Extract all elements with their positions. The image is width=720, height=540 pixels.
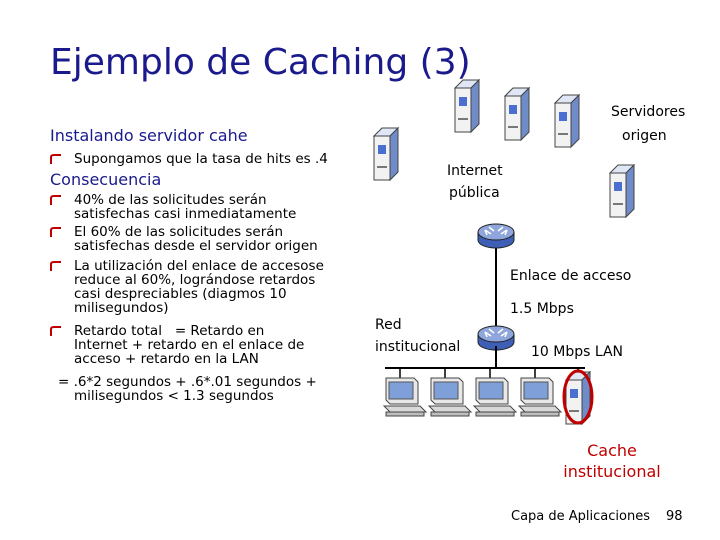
cache-highlight-ring — [562, 369, 594, 425]
access-link-label: Enlace de acceso — [510, 268, 632, 284]
cache-label-line-2: institucional — [563, 462, 661, 481]
bullet-mark-icon — [50, 154, 61, 164]
cache-label: Cache institucional — [548, 440, 676, 482]
host-pc-icon — [428, 377, 472, 417]
bullet-mark-icon — [50, 227, 61, 237]
page-number: 98 — [666, 509, 683, 524]
origin-server-icon — [554, 94, 580, 148]
origin-servers-label-line-1: Servidores — [611, 104, 686, 120]
access-link-speed: 1.5 Mbps — [510, 301, 574, 317]
bullet-1-line-1: 40% de las solicitudes serán — [74, 192, 267, 208]
bullet-2-line-1: El 60% de las solicitudes serán — [74, 224, 284, 240]
bullet-1-line-2: satisfechas casi inmediatamente — [74, 206, 297, 222]
internet-label-line-1: Internet — [447, 163, 503, 179]
consequence-heading: Consecuencia — [50, 170, 162, 189]
formula-line-1: = .6*2 segundos + .6*.01 segundos + — [58, 374, 317, 390]
institutional-net-label-line-1: Red — [375, 317, 402, 333]
host-pc-icon — [518, 377, 562, 417]
bullet-mark-icon — [50, 261, 61, 271]
formula-line-2: milisegundos < 1.3 segundos — [74, 388, 274, 404]
institutional-net-label-line-2: institucional — [375, 339, 461, 355]
bullet-4-line-3: acceso + retardo en la LAN — [74, 351, 259, 367]
lan-label: 10 Mbps LAN — [531, 344, 624, 360]
bullet-2-line-2: satisfechas desde el servidor origen — [74, 238, 318, 254]
bullet-3-line-2: reduce al 60%, lográndose retardos — [74, 272, 316, 288]
subtitle: Instalando servidor cahe — [50, 126, 248, 145]
bullet-mark-icon — [50, 326, 61, 336]
origin-server-icon — [373, 127, 399, 181]
origin-server-icon — [609, 164, 635, 218]
origin-servers-label-line-2: origen — [622, 128, 667, 144]
bullet-3-line-1: La utilización del enlace de accesose — [74, 258, 324, 274]
bullet-3-line-3: casi despreciables (diagmos 10 — [74, 286, 287, 302]
origin-server-icon — [504, 87, 530, 141]
first-bullet-text: Supongamos que la tasa de hits es .4 — [74, 151, 328, 167]
cache-label-line-1: Cache — [587, 441, 637, 460]
internet-label-line-2: pública — [449, 185, 500, 201]
bullet-mark-icon — [50, 195, 61, 205]
bullet-3-line-4: milisegundos) — [74, 300, 169, 316]
router-icon — [477, 223, 515, 249]
host-pc-icon — [473, 377, 517, 417]
origin-server-icon — [454, 79, 480, 133]
bullet-4-line-2: Internet + retardo en el enlace de — [74, 337, 305, 353]
footer-section: Capa de Aplicaciones — [511, 509, 650, 524]
bullet-4-line-1: Retardo total = Retardo en — [74, 323, 265, 339]
host-pc-icon — [383, 377, 427, 417]
slide-title: Ejemplo de Caching (3) — [50, 42, 471, 83]
